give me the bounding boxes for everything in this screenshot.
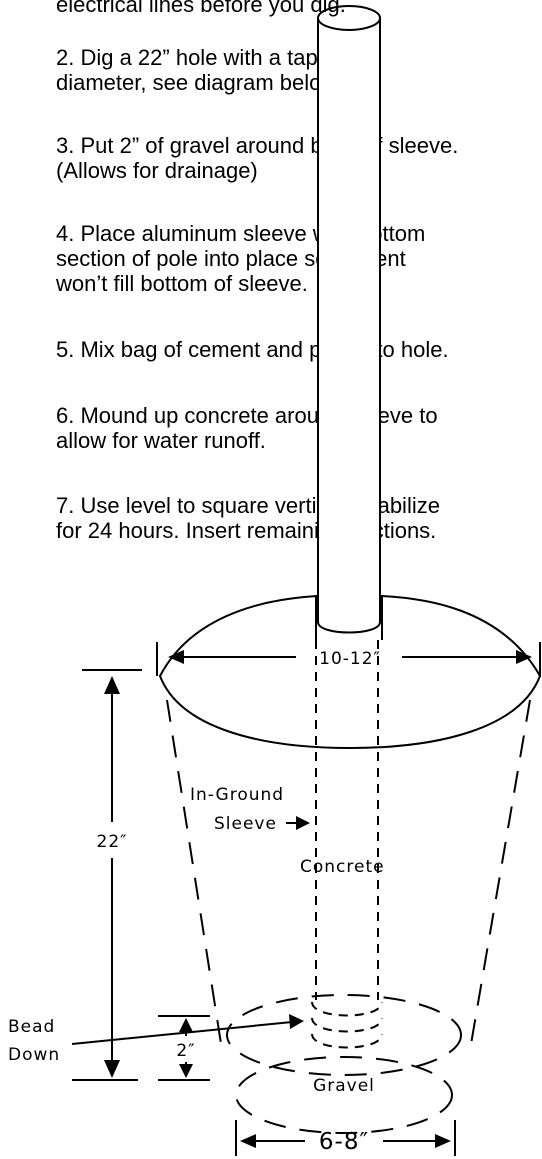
- gravel-depth-arrow-bottom: [179, 1064, 193, 1078]
- step-1-tail: electrical lines before you dig.: [56, 0, 346, 17]
- gravel-bottom-ring: [235, 1056, 453, 1134]
- bead-leader-line: [71, 1021, 293, 1045]
- hole-right-wall: [469, 699, 531, 1051]
- gravel-top-ring: [226, 994, 462, 1076]
- gravel-depth-label: 2″: [176, 1041, 195, 1061]
- step-3: 3. Put 2” of gravel around base of sleev…: [56, 133, 459, 183]
- hole-left-wall: [166, 699, 223, 1051]
- sleeve-label-line2: Sleeve: [214, 814, 277, 834]
- depth-arrow-top: [104, 676, 120, 694]
- sleeve-pointer-arrow: [296, 816, 310, 830]
- sleeve-bottom-1: [311, 1001, 383, 1017]
- sleeve-label-line1: In-Ground: [190, 785, 284, 805]
- gravel-depth-arrow-top: [179, 1018, 193, 1032]
- bottom-width-arrow-right: [435, 1134, 451, 1148]
- concrete-label: Concrete: [300, 857, 385, 877]
- bottom-width-arrow-left: [240, 1134, 256, 1148]
- concrete-mound: [158, 595, 542, 750]
- step-6: 6. Mound up concrete around sleeve to al…: [56, 403, 438, 453]
- gravel-label: Gravel: [313, 1076, 375, 1096]
- step-2: 2. Dig a 22” hole with a tapered diamete…: [56, 45, 362, 95]
- pole-base: [317, 621, 381, 634]
- pole-top: [317, 5, 381, 31]
- bead-label-line1: Bead: [8, 1017, 55, 1037]
- top-width-arrow-left: [168, 650, 184, 664]
- pole-body: [318, 18, 380, 622]
- top-width-arrow-right: [516, 650, 532, 664]
- bottom-width-label: 6-8″: [319, 1129, 369, 1155]
- sleeve-bottom-2: [311, 1017, 383, 1033]
- sleeve-bottom-3: [311, 1033, 383, 1049]
- sleeve-collar: [315, 596, 383, 640]
- depth-arrow-bottom: [104, 1060, 120, 1078]
- depth-label: 22″: [97, 832, 128, 852]
- top-width-label: 10-12″: [319, 649, 381, 669]
- bead-label-line2: Down: [8, 1045, 60, 1065]
- bead-leader-arrow: [289, 1014, 304, 1029]
